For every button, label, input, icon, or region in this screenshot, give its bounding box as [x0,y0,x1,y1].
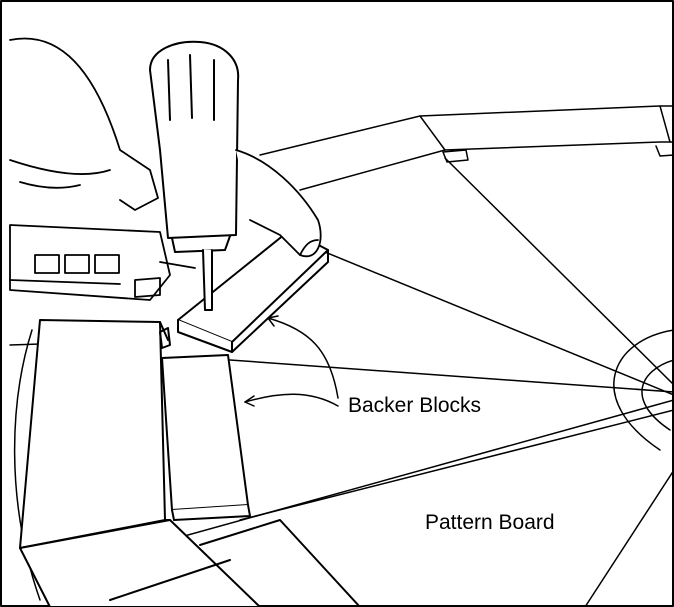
machine-panel [9,224,196,301]
drill-icon [149,40,240,311]
backer-blocks-label: Backer Blocks [348,394,482,417]
backer-blocks [159,229,329,521]
pattern-board-label: Pattern Board [425,511,555,534]
frame-pieces [19,319,361,607]
hand-icon [9,37,322,258]
leader-arrows [244,315,339,407]
